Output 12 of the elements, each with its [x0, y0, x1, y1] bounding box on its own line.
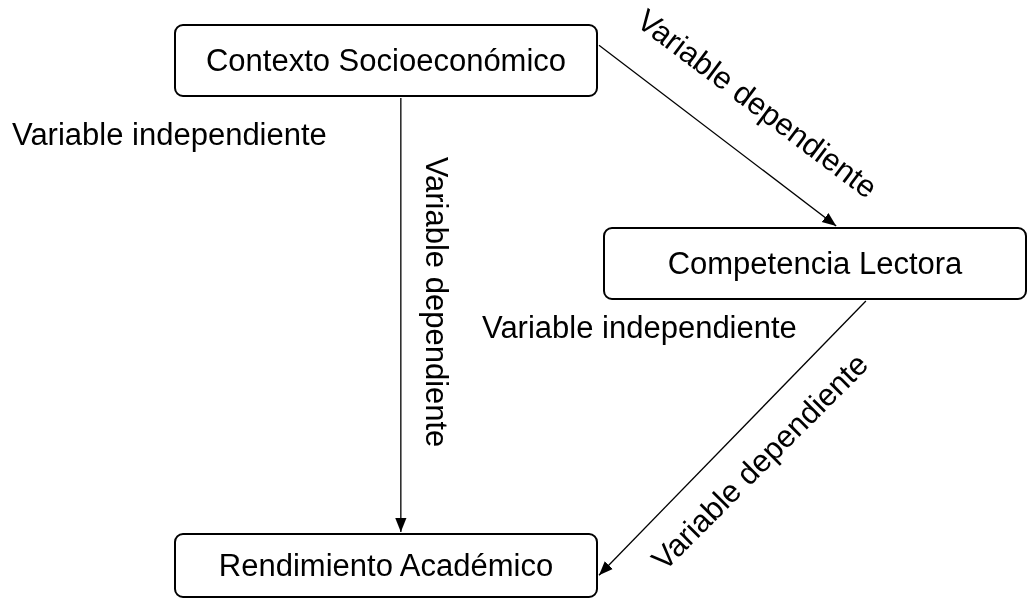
arrow [598, 44, 837, 227]
process-box [174, 24, 598, 97]
variable-label: Variable independiente [12, 117, 327, 153]
variable-label: Variable independiente [482, 310, 797, 346]
process-box [174, 533, 598, 598]
box-label: Rendimiento Académico [218, 547, 554, 584]
arrow [395, 97, 407, 533]
edge-label: Variable dependiente [418, 156, 454, 448]
box-label: Competencia Lectora [667, 245, 963, 282]
arrow [598, 300, 867, 576]
process-box [603, 227, 1027, 300]
box-label: Contexto Socioeconómico [205, 42, 567, 79]
